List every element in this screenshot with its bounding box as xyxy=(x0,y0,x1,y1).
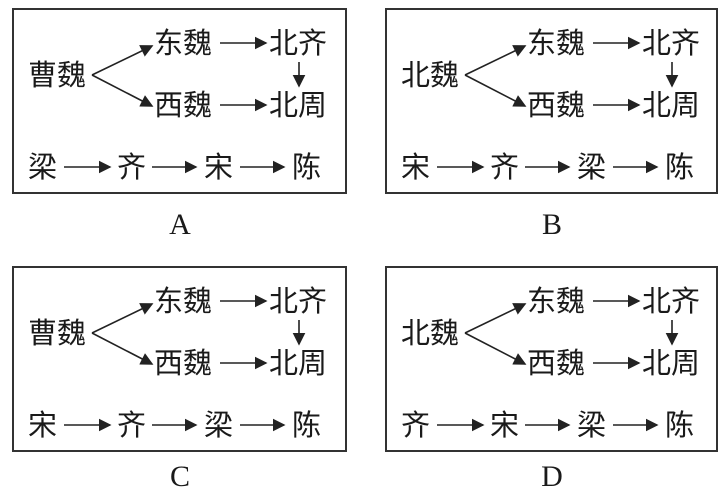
option-b-panel: 北魏 东魏 北齐 西魏 北周 宋 齐 梁 陈 xyxy=(385,8,718,194)
south-dynasty-3: 梁 xyxy=(577,408,607,442)
south-dynasty-3: 宋 xyxy=(204,150,234,184)
south-dynasty-1: 梁 xyxy=(28,150,58,184)
south-dynasty-3: 梁 xyxy=(204,408,234,442)
south-dynasty-3: 梁 xyxy=(577,150,607,184)
south-dynasty-1: 宋 xyxy=(28,408,58,442)
northern-zhou-label: 北周 xyxy=(269,88,328,122)
option-b-letter[interactable]: B xyxy=(541,208,562,241)
south-dynasty-2: 齐 xyxy=(117,150,147,184)
south-dynasty-2: 齐 xyxy=(490,150,520,184)
east-wei-label: 东魏 xyxy=(154,284,213,318)
south-dynasty-4: 陈 xyxy=(665,408,695,442)
northern-zhou-label: 北周 xyxy=(269,346,328,380)
northern-qi-label: 北齐 xyxy=(269,284,328,318)
west-wei-label: 西魏 xyxy=(154,88,213,122)
south-dynasty-1: 齐 xyxy=(401,408,431,442)
option-a-arrows xyxy=(64,36,306,174)
origin-label: 曹魏 xyxy=(28,316,87,350)
origin-label: 曹魏 xyxy=(28,58,87,92)
option-b-arrows xyxy=(437,36,679,174)
option-a-panel: 曹魏 东魏 北齐 西魏 北周 梁 齐 宋 陈 xyxy=(12,8,347,194)
east-wei-label: 东魏 xyxy=(527,26,586,60)
option-d-panel: 北魏 东魏 北齐 西魏 北周 齐 宋 梁 陈 xyxy=(385,266,718,452)
northern-qi-label: 北齐 xyxy=(269,26,328,60)
west-wei-label: 西魏 xyxy=(527,346,586,380)
option-c-letter[interactable]: C xyxy=(169,460,190,493)
origin-label: 北魏 xyxy=(401,58,460,92)
option-d-letter[interactable]: D xyxy=(541,460,563,493)
option-c-panel: 曹魏 东魏 北齐 西魏 北周 宋 齐 梁 陈 xyxy=(12,266,347,452)
south-dynasty-2: 宋 xyxy=(490,408,520,442)
northern-zhou-label: 北周 xyxy=(642,88,701,122)
east-wei-label: 东魏 xyxy=(527,284,586,318)
south-dynasty-2: 齐 xyxy=(117,408,147,442)
west-wei-label: 西魏 xyxy=(527,88,586,122)
west-wei-label: 西魏 xyxy=(154,346,213,380)
option-d-arrows xyxy=(437,294,679,432)
northern-zhou-label: 北周 xyxy=(642,346,701,380)
northern-qi-label: 北齐 xyxy=(642,284,701,318)
south-dynasty-4: 陈 xyxy=(292,150,322,184)
option-a-letter[interactable]: A xyxy=(169,208,191,241)
origin-label: 北魏 xyxy=(401,316,460,350)
south-dynasty-4: 陈 xyxy=(665,150,695,184)
south-dynasty-4: 陈 xyxy=(292,408,322,442)
option-c-arrows xyxy=(64,294,306,432)
south-dynasty-1: 宋 xyxy=(401,150,431,184)
northern-qi-label: 北齐 xyxy=(642,26,701,60)
east-wei-label: 东魏 xyxy=(154,26,213,60)
